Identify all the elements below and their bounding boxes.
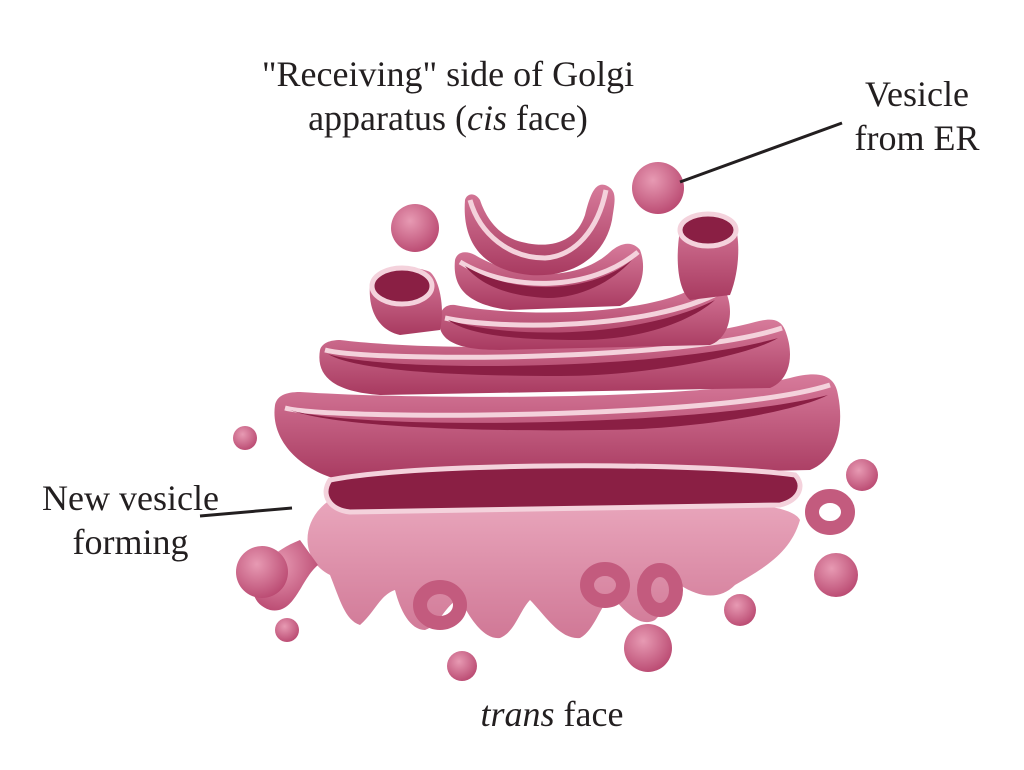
cis-face-label: "Receiving" side of Golgi apparatus (cis…	[218, 52, 678, 140]
vesicle-label-line2: from ER	[854, 118, 980, 158]
bud-loops	[413, 489, 855, 630]
cis-label-italic: cis	[467, 98, 507, 138]
vesicle-label-line1: Vesicle	[865, 74, 969, 114]
new-vesicle-leader-line	[199, 506, 293, 518]
new-vesicle-label-line1: New vesicle	[42, 478, 219, 518]
trans-label-italic: trans	[480, 694, 555, 734]
new-vesicle-label-line2: forming	[72, 522, 189, 562]
new-vesicle-label: New vesicle forming	[18, 476, 243, 564]
trans-face-label: trans face	[452, 692, 652, 736]
trans-label-post: face	[554, 694, 624, 734]
cis-label-line2-post: face)	[507, 98, 588, 138]
vesicles	[233, 162, 878, 681]
vesicle-from-er-label: Vesicle from ER	[832, 72, 1002, 160]
cisterna-2	[454, 243, 644, 310]
trans-cisterna	[253, 500, 800, 639]
vesicle-leader-line	[679, 121, 843, 184]
vesicle-from-er	[632, 162, 684, 214]
cis-label-line1: "Receiving" side of Golgi	[261, 54, 635, 94]
cis-label-line2-pre: apparatus (	[308, 98, 467, 138]
cisterna-stack	[274, 184, 841, 515]
cisterna-1	[464, 184, 615, 276]
cis-label-line2: apparatus (cis face)	[218, 96, 678, 140]
